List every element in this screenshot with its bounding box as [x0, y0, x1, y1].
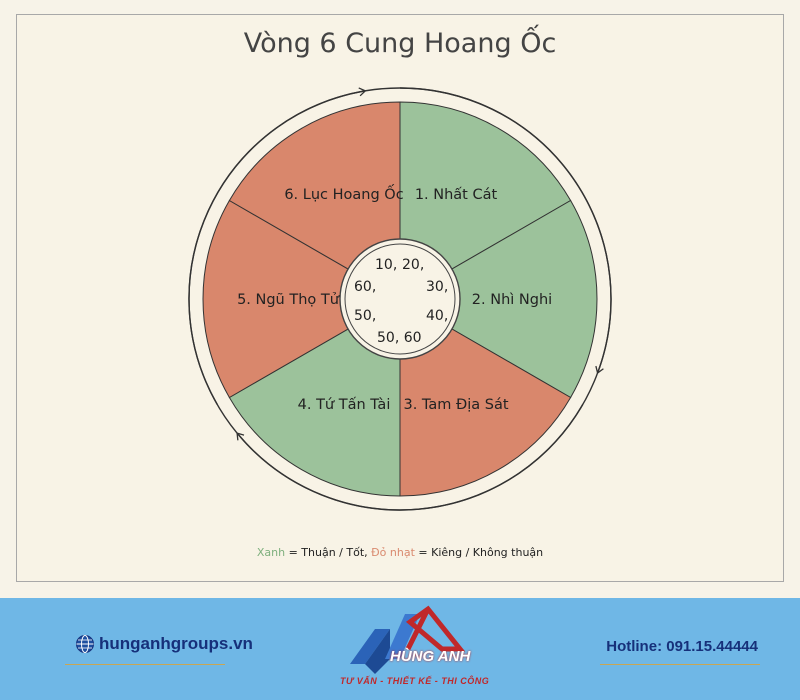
segments-group — [202, 101, 598, 497]
legend-green-text: = Thuận / Tốt, — [285, 546, 372, 559]
logo-tagline: TƯ VẤN - THIẾT KẾ - THI CÔNG — [340, 676, 490, 686]
segment-2 — [399, 199, 598, 399]
logo-mark-icon — [350, 605, 466, 674]
segment-5 — [202, 199, 401, 399]
segment-label-4: 4. Tứ Tấn Tài — [298, 397, 391, 413]
hotline-text: Hotline: 091.15.44444 — [606, 638, 758, 655]
center-numbers: 10, 20, 30, 40, 50, 60 50, 60, — [354, 257, 448, 346]
footer-banner: hunganhgroups.vn HÙNG ANH TƯ VẤN - THIẾT… — [0, 598, 800, 700]
center-number-60: 60, — [354, 279, 376, 295]
legend-red-word: Đỏ nhạt — [371, 546, 415, 559]
company-logo: HÙNG ANH TƯ VẤN - THIẾT KẾ - THI CÔNG — [330, 604, 489, 696]
center-number-30: 30, — [426, 279, 448, 295]
legend-red-text: = Kiêng / Không thuận — [414, 546, 544, 559]
center-number-50-60-bottom: 50, 60 — [377, 330, 422, 346]
segment-3 — [399, 298, 572, 497]
center-number-50: 50, — [354, 308, 376, 324]
divider-left — [65, 664, 225, 665]
cycle-arrow-3 — [188, 87, 367, 405]
divider-right — [600, 664, 760, 665]
segment-labels: 1. Nhất Cát 2. Nhì Nghi 3. Tam Địa Sát 4. T… — [237, 184, 552, 413]
segment-label-5: 5. Ngũ Thọ Tử — [237, 292, 340, 308]
segment-6 — [228, 101, 401, 300]
segment-1 — [399, 101, 572, 300]
diagram-title: Vòng 6 Cung Hoang Ốc — [243, 28, 557, 59]
center-number-20: 20, — [402, 257, 424, 273]
six-palace-wheel: 10, 20, 30, 40, 50, 60 50, 60, 1. Nhất C… — [188, 87, 612, 511]
segment-label-1: 1. Nhất Cát — [415, 187, 498, 203]
legend-green-word: Xanh — [256, 546, 286, 559]
website-link[interactable]: hunganhgroups.vn — [75, 634, 253, 654]
outer-cycle-ring — [188, 87, 612, 511]
segment-4 — [228, 298, 401, 497]
segment-label-6: 6. Lục Hoang Ốc — [284, 184, 403, 203]
globe-icon — [76, 635, 94, 653]
website-text: hunganhgroups.vn — [99, 634, 253, 653]
legend: Xanh = Thuận / Tốt, Đỏ nhạt = Kiêng / Kh… — [0, 546, 800, 559]
cycle-arrow-1 — [399, 87, 612, 375]
segment-label-2: 2. Nhì Nghi — [472, 292, 552, 308]
segment-label-3: 3. Tam Địa Sát — [403, 397, 508, 413]
center-number-40: 40, — [426, 308, 448, 324]
center-inner-circle — [344, 243, 456, 355]
logo-name: HÙNG ANH — [390, 648, 471, 665]
cycle-arrow-2 — [236, 404, 584, 511]
center-number-10: 10, — [375, 257, 397, 273]
